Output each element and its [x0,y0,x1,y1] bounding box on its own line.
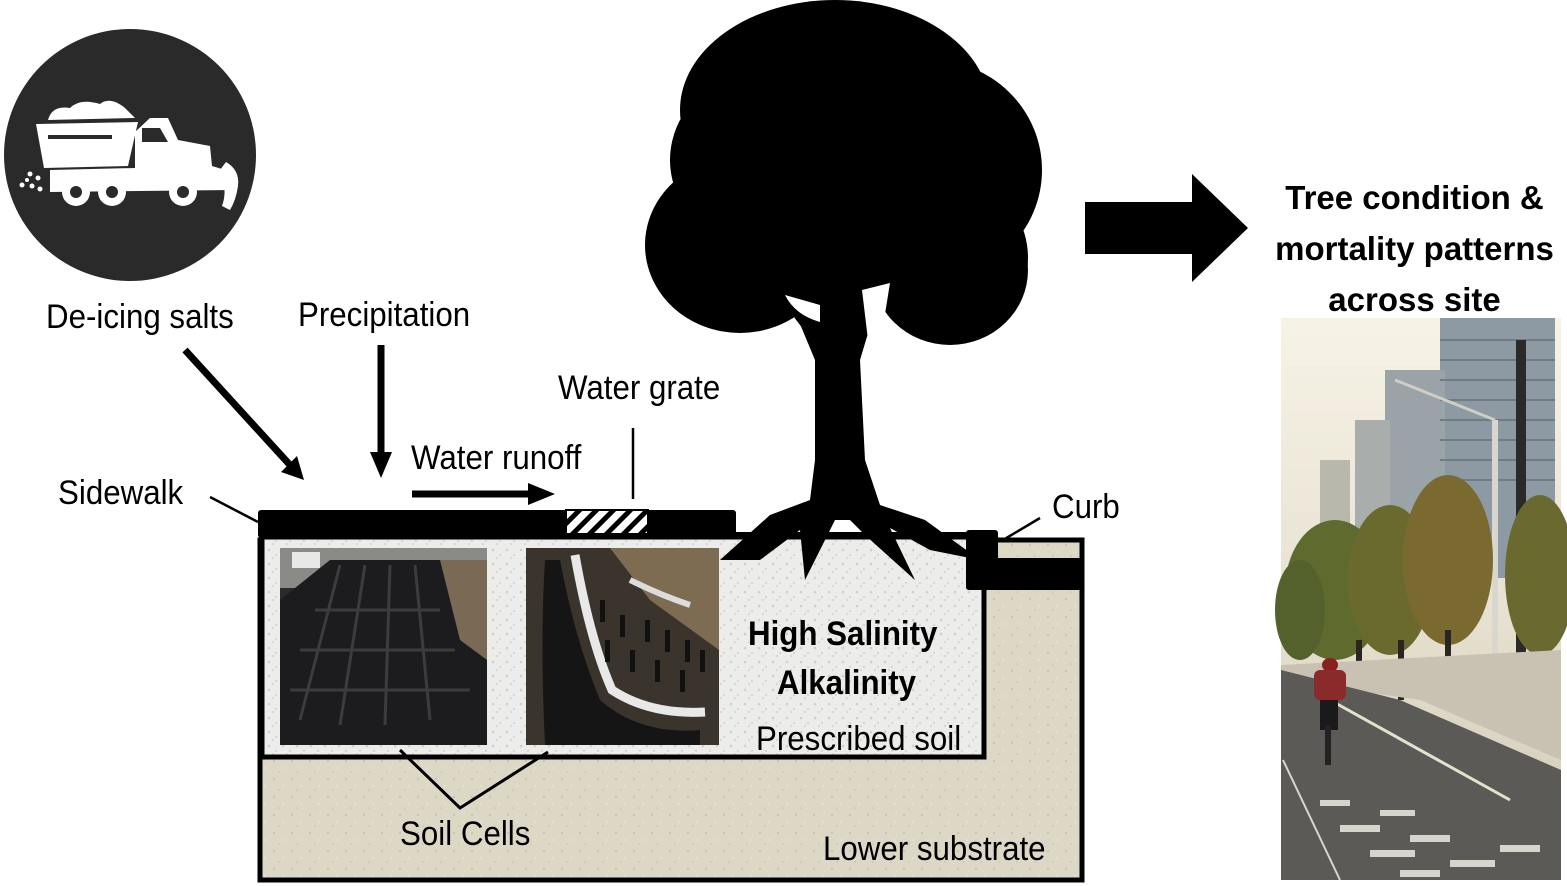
water-grate [565,509,649,535]
soil-cells-leader-line [398,748,549,810]
water-runoff-label: Water runoff [411,439,582,477]
precipitation-arrow-icon [370,345,392,478]
sidewalk-label: Sidewalk [58,474,184,512]
snowplow-salt-truck-icon [4,29,256,281]
tree-silhouette-icon [645,0,1042,580]
outcome-title-line-2: mortality patterns [1275,230,1554,267]
soil-cells-label: Soil Cells [400,815,531,853]
sidewalk-leader-line [209,495,259,524]
curb-label: Curb [1052,488,1120,526]
road-edge [966,558,1084,590]
deicing-arrow-icon [182,347,304,480]
lower-substrate-label: Lower substrate [823,830,1046,868]
water-grate-label: Water grate [558,369,721,407]
outcome-title: Tree condition & mortality patterns acro… [1262,172,1567,325]
soil-cell-pillars-photo [526,548,719,745]
outcome-title-line-3: across site [1328,281,1501,318]
prescribed-soil-label: Prescribed soil [756,720,962,758]
high-salinity-label: High Salinity [748,615,938,653]
precipitation-label: Precipitation [298,296,471,334]
alkalinity-label: Alkalinity [777,664,917,702]
sidewalk-slab [258,510,736,538]
street-trees-bike-lane-photo [1275,318,1567,881]
deicing-salts-label: De-icing salts [46,298,234,336]
right-arrow-icon [1085,174,1248,282]
soil-cell-grid-photo [280,548,487,745]
outcome-title-line-1: Tree condition & [1285,179,1544,216]
runoff-arrow-icon [412,483,555,505]
